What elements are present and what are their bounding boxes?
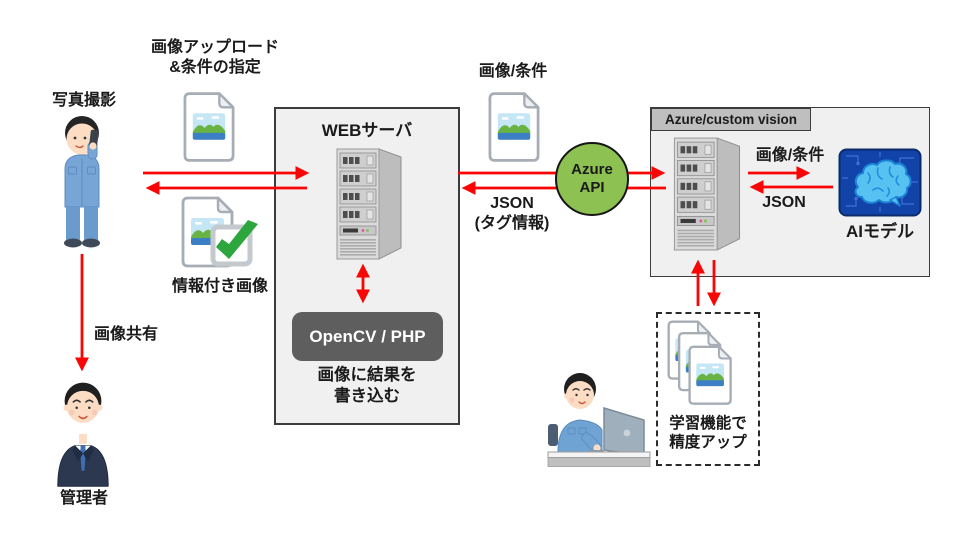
azure-api-badge: Azure API xyxy=(555,142,629,216)
upload-title: 画像アップロード &条件の指定 xyxy=(150,39,279,76)
custom-vision-server-icon xyxy=(673,137,741,251)
opencv-php-box: OpenCV / PHP xyxy=(292,312,443,361)
request-document-icon xyxy=(488,92,540,162)
stacked-documents-icon xyxy=(667,320,732,405)
learning-label: 学習機能で 精度アップ xyxy=(669,415,747,452)
learning-box: 学習機能で 精度アップ xyxy=(656,312,760,466)
custom-vision-tab: Azure/custom vision xyxy=(651,108,811,131)
admin-illustration xyxy=(57,382,109,487)
photographer-label: 写真撮影 xyxy=(51,92,116,109)
photographer-illustration xyxy=(64,116,100,248)
response-label-left: JSON (タグ情報) xyxy=(474,195,550,232)
cv-request-label: 画像/条件 xyxy=(755,147,825,164)
web-server-panel: WEBサーバ OpenCV / PHP 画像に結果を 書き込む xyxy=(274,107,460,425)
laptop-person-illustration xyxy=(547,373,651,467)
cv-response-label: JSON xyxy=(762,194,806,211)
request-label-left: 画像/条件 xyxy=(478,63,548,80)
custom-vision-panel: Azure/custom vision 画像/条件 JSON AIモデル xyxy=(650,107,930,277)
web-server-icon xyxy=(336,148,402,260)
checked-document-icon xyxy=(181,196,258,268)
check-icon xyxy=(216,220,258,259)
tagged-image-label: 情報付き画像 xyxy=(171,278,268,295)
web-server-title: WEBサーバ xyxy=(321,121,413,140)
ai-model-label: AIモデル xyxy=(846,222,914,241)
ai-brain-icon xyxy=(838,148,922,217)
admin-label: 管理者 xyxy=(59,490,108,507)
share-label: 画像共有 xyxy=(93,326,158,343)
image-document-icon xyxy=(183,92,235,162)
write-result-note: 画像に結果を 書き込む xyxy=(317,366,417,405)
